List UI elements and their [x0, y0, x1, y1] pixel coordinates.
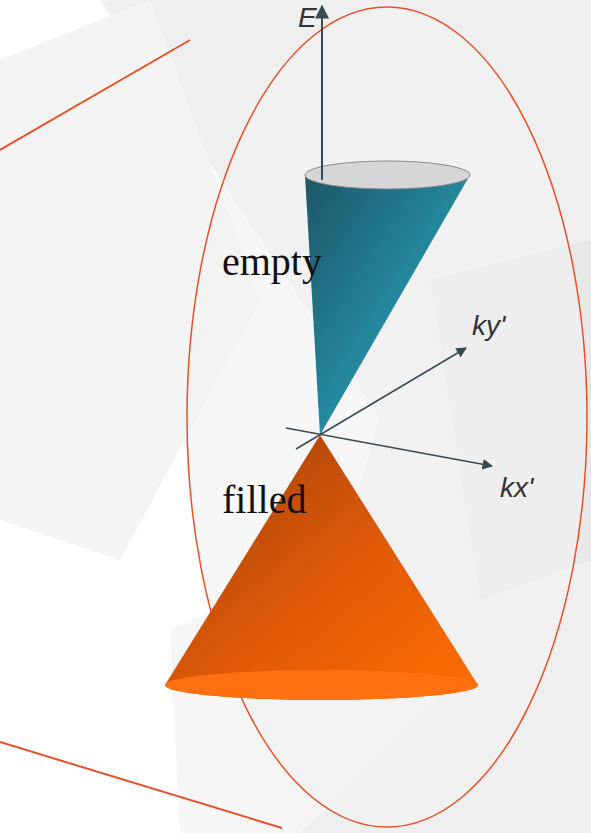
band-label: filled [222, 480, 306, 520]
band-label: empty [222, 242, 322, 282]
axis-label: ky' [472, 312, 505, 340]
axis-label: kx' [500, 474, 533, 502]
axis-label: E [298, 4, 317, 32]
